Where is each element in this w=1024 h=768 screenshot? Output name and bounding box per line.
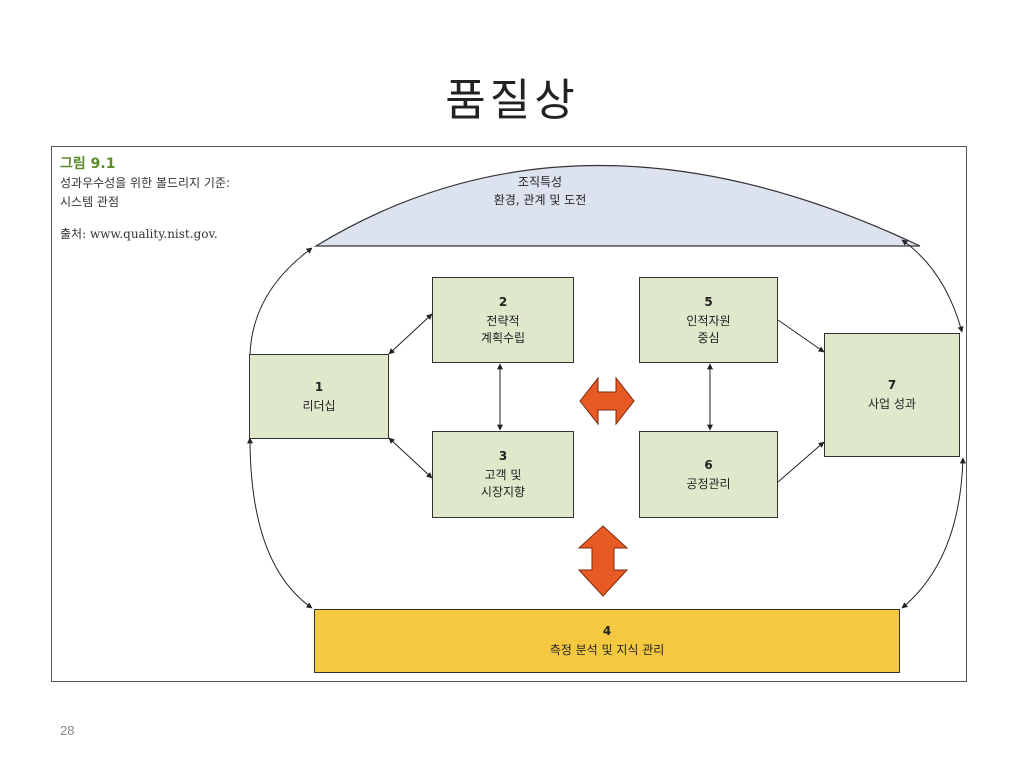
arrow-6-7 <box>777 441 825 483</box>
environment-dome <box>313 164 921 247</box>
slide-title: 품질상 <box>445 75 579 126</box>
box-strategic-planning-number: 2 <box>498 294 508 309</box>
figure-source: 출처: www.quality.nist.gov. <box>60 227 218 241</box>
box-leadership: 1 리더십 <box>249 354 389 439</box>
box-measurement-analysis: 4 측정 분석 및 지식 관리 <box>314 609 900 673</box>
box-measurement-analysis-label: 측정 분석 및 지식 관리 <box>549 643 665 657</box>
box-business-results-label: 사업 성과 <box>868 397 916 411</box>
box-process-management-number: 6 <box>704 457 713 472</box>
figure-caption-text: 성과우수성을 위한 볼드리지 기준: 시스템 관점 <box>60 176 231 209</box>
box-process-management: 6 공정관리 <box>639 431 778 518</box>
arrow-1-3 <box>388 437 433 479</box>
environment-title: 조직특성 <box>517 175 563 189</box>
box-customer-market-focus: 3 고객 및 시장지향 <box>432 431 574 518</box>
box-leadership-number: 1 <box>314 379 324 394</box>
box-strategic-planning: 2 전략적 계획수립 <box>432 277 574 363</box>
box-business-results: 7 사업 성과 <box>824 333 960 457</box>
page-number: 28 <box>60 723 75 738</box>
environment-subtitle: 환경, 관계 및 도전 <box>493 193 587 207</box>
vertical-double-arrow <box>577 525 629 597</box>
box-customer-market-focus-label: 고객 및 시장지향 <box>480 468 526 499</box>
box-process-management-label: 공정관리 <box>686 476 731 491</box>
box-workforce-focus-label: 인적자원 중심 <box>686 313 731 345</box>
figure-label: 그림 9.1 <box>60 156 116 172</box>
arc-results-to-measure <box>901 457 966 609</box>
box-leadership-label: 리더십 <box>302 398 336 413</box>
horizontal-double-arrow <box>579 376 635 426</box>
box-workforce-focus-number: 5 <box>704 294 713 309</box>
arc-leadership-to-env <box>249 247 313 356</box>
arc-env-to-results <box>901 239 964 333</box>
arc-leadership-to-measure <box>247 437 313 609</box>
box-business-results-number: 7 <box>887 378 897 392</box>
box-customer-market-focus-number: 3 <box>498 449 508 463</box>
environment-label: 조직특성 환경, 관계 및 도전 <box>430 173 650 209</box>
figure-caption: 그림 9.1 성과우수성을 위한 볼드리지 기준: 시스템 관점 출처: www… <box>60 155 240 243</box>
arrow-5-7 <box>777 319 825 353</box>
arrow-1-2 <box>388 313 433 355</box>
box-strategic-planning-label: 전략적 계획수립 <box>480 313 526 345</box>
box-measurement-analysis-number: 4 <box>602 624 612 638</box>
box-workforce-focus: 5 인적자원 중심 <box>639 277 778 363</box>
